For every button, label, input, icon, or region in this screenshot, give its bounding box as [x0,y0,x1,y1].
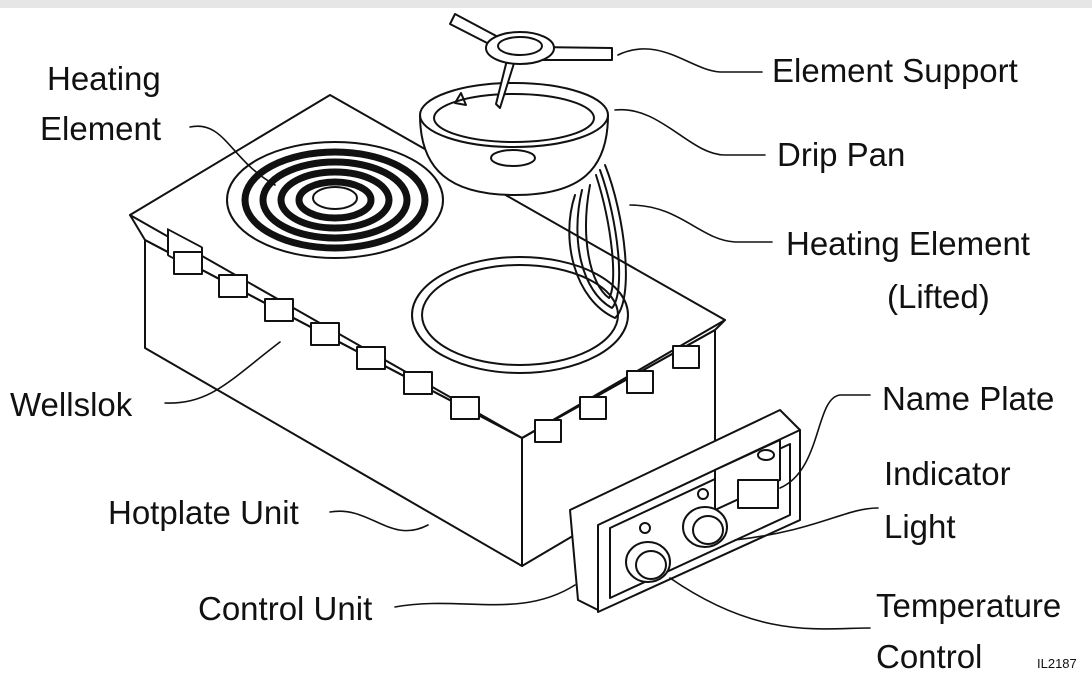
top-rim [129,214,726,439]
label-temperature-control-line2: Control [876,638,982,675]
leader-element-support [617,48,763,73]
temperature-knob [625,541,671,583]
label-indicator-light-line1: Indicator [884,455,1011,492]
leader-indicator-light [734,507,879,541]
label-heating-element-line2: Element [40,110,161,147]
label-drip-pan: Drip Pan [777,136,905,173]
top-band [0,0,1092,8]
leader-heating-element [189,125,276,186]
wellslok-clip [403,371,433,395]
wellslok-clip [356,346,386,370]
label-temperature-control-line1: Temperature [876,587,1061,624]
control-unit [569,409,801,613]
wellslok-clip [450,396,480,420]
indicator-light [697,488,709,500]
wellslok-clip [310,322,340,346]
drip-pan [419,82,609,196]
wellslok-clip [672,345,700,369]
wellslok-clips [167,228,700,443]
leader-control-unit [394,584,576,608]
leader-temperature-control [669,577,871,630]
label-heating-element-lifted-line2: (Lifted) [887,278,990,315]
indicator-light [639,522,651,534]
labels: Heating Element Element Support Drip Pan… [10,52,1077,675]
temperature-knob [682,506,728,548]
wellslok-clip [626,370,654,394]
leader-heating-element-lifted [629,204,773,243]
figure-id: IL2187 [1037,656,1077,671]
label-heating-element-line1: Heating [47,60,161,97]
name-plate [714,439,781,511]
label-hotplate-unit: Hotplate Unit [108,494,299,531]
wellslok-clip [173,251,203,275]
leader-lines [164,48,879,630]
label-wellslok: Wellslok [10,386,133,423]
label-name-plate: Name Plate [882,380,1054,417]
leader-wellslok [164,341,281,404]
wellslok-clip [579,396,607,420]
label-heating-element-lifted-line1: Heating Element [786,225,1030,262]
wellslok-clip [534,419,562,443]
wellslok-clip [264,298,294,322]
hotplate-unit [129,94,726,567]
leader-hotplate-unit [329,510,429,532]
element-support [449,13,613,109]
label-element-support: Element Support [772,52,1018,89]
heating-element-lifted [568,164,627,319]
label-indicator-light-line2: Light [884,508,956,545]
leader-name-plate [779,394,871,489]
wellslok-clip [218,274,248,298]
heating-element-coil [226,141,444,259]
leader-drip-pan [614,109,766,156]
label-control-unit: Control Unit [198,590,372,627]
